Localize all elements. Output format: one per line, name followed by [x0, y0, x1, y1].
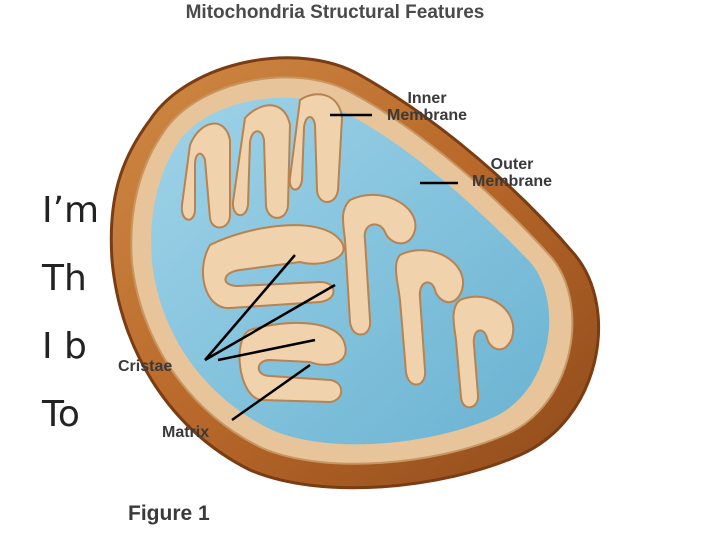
leader-lines	[204, 113, 458, 422]
slide-text-line-4: To	[42, 394, 80, 435]
slide-text-line-3: I b	[42, 326, 87, 367]
slide-text-line-2: Th	[42, 258, 87, 299]
label-inner-membrane: Inner Membrane	[372, 90, 482, 124]
figure-caption: Figure 1	[128, 502, 210, 525]
cristae-folds	[180, 93, 515, 409]
diagram-title: Mitochondria Structural Features	[185, 2, 485, 23]
label-outer-membrane-line-2: Membrane	[471, 173, 553, 190]
label-cristae: Cristae	[118, 358, 173, 375]
label-inner-membrane-line-1: Inner	[407, 90, 447, 107]
label-matrix: Matrix	[162, 424, 210, 441]
label-outer-membrane: Outer Membrane	[456, 156, 568, 190]
label-inner-membrane-line-2: Membrane	[386, 107, 468, 124]
label-outer-membrane-line-1: Outer	[490, 156, 534, 173]
slide-text-line-1: I’m	[42, 190, 100, 231]
